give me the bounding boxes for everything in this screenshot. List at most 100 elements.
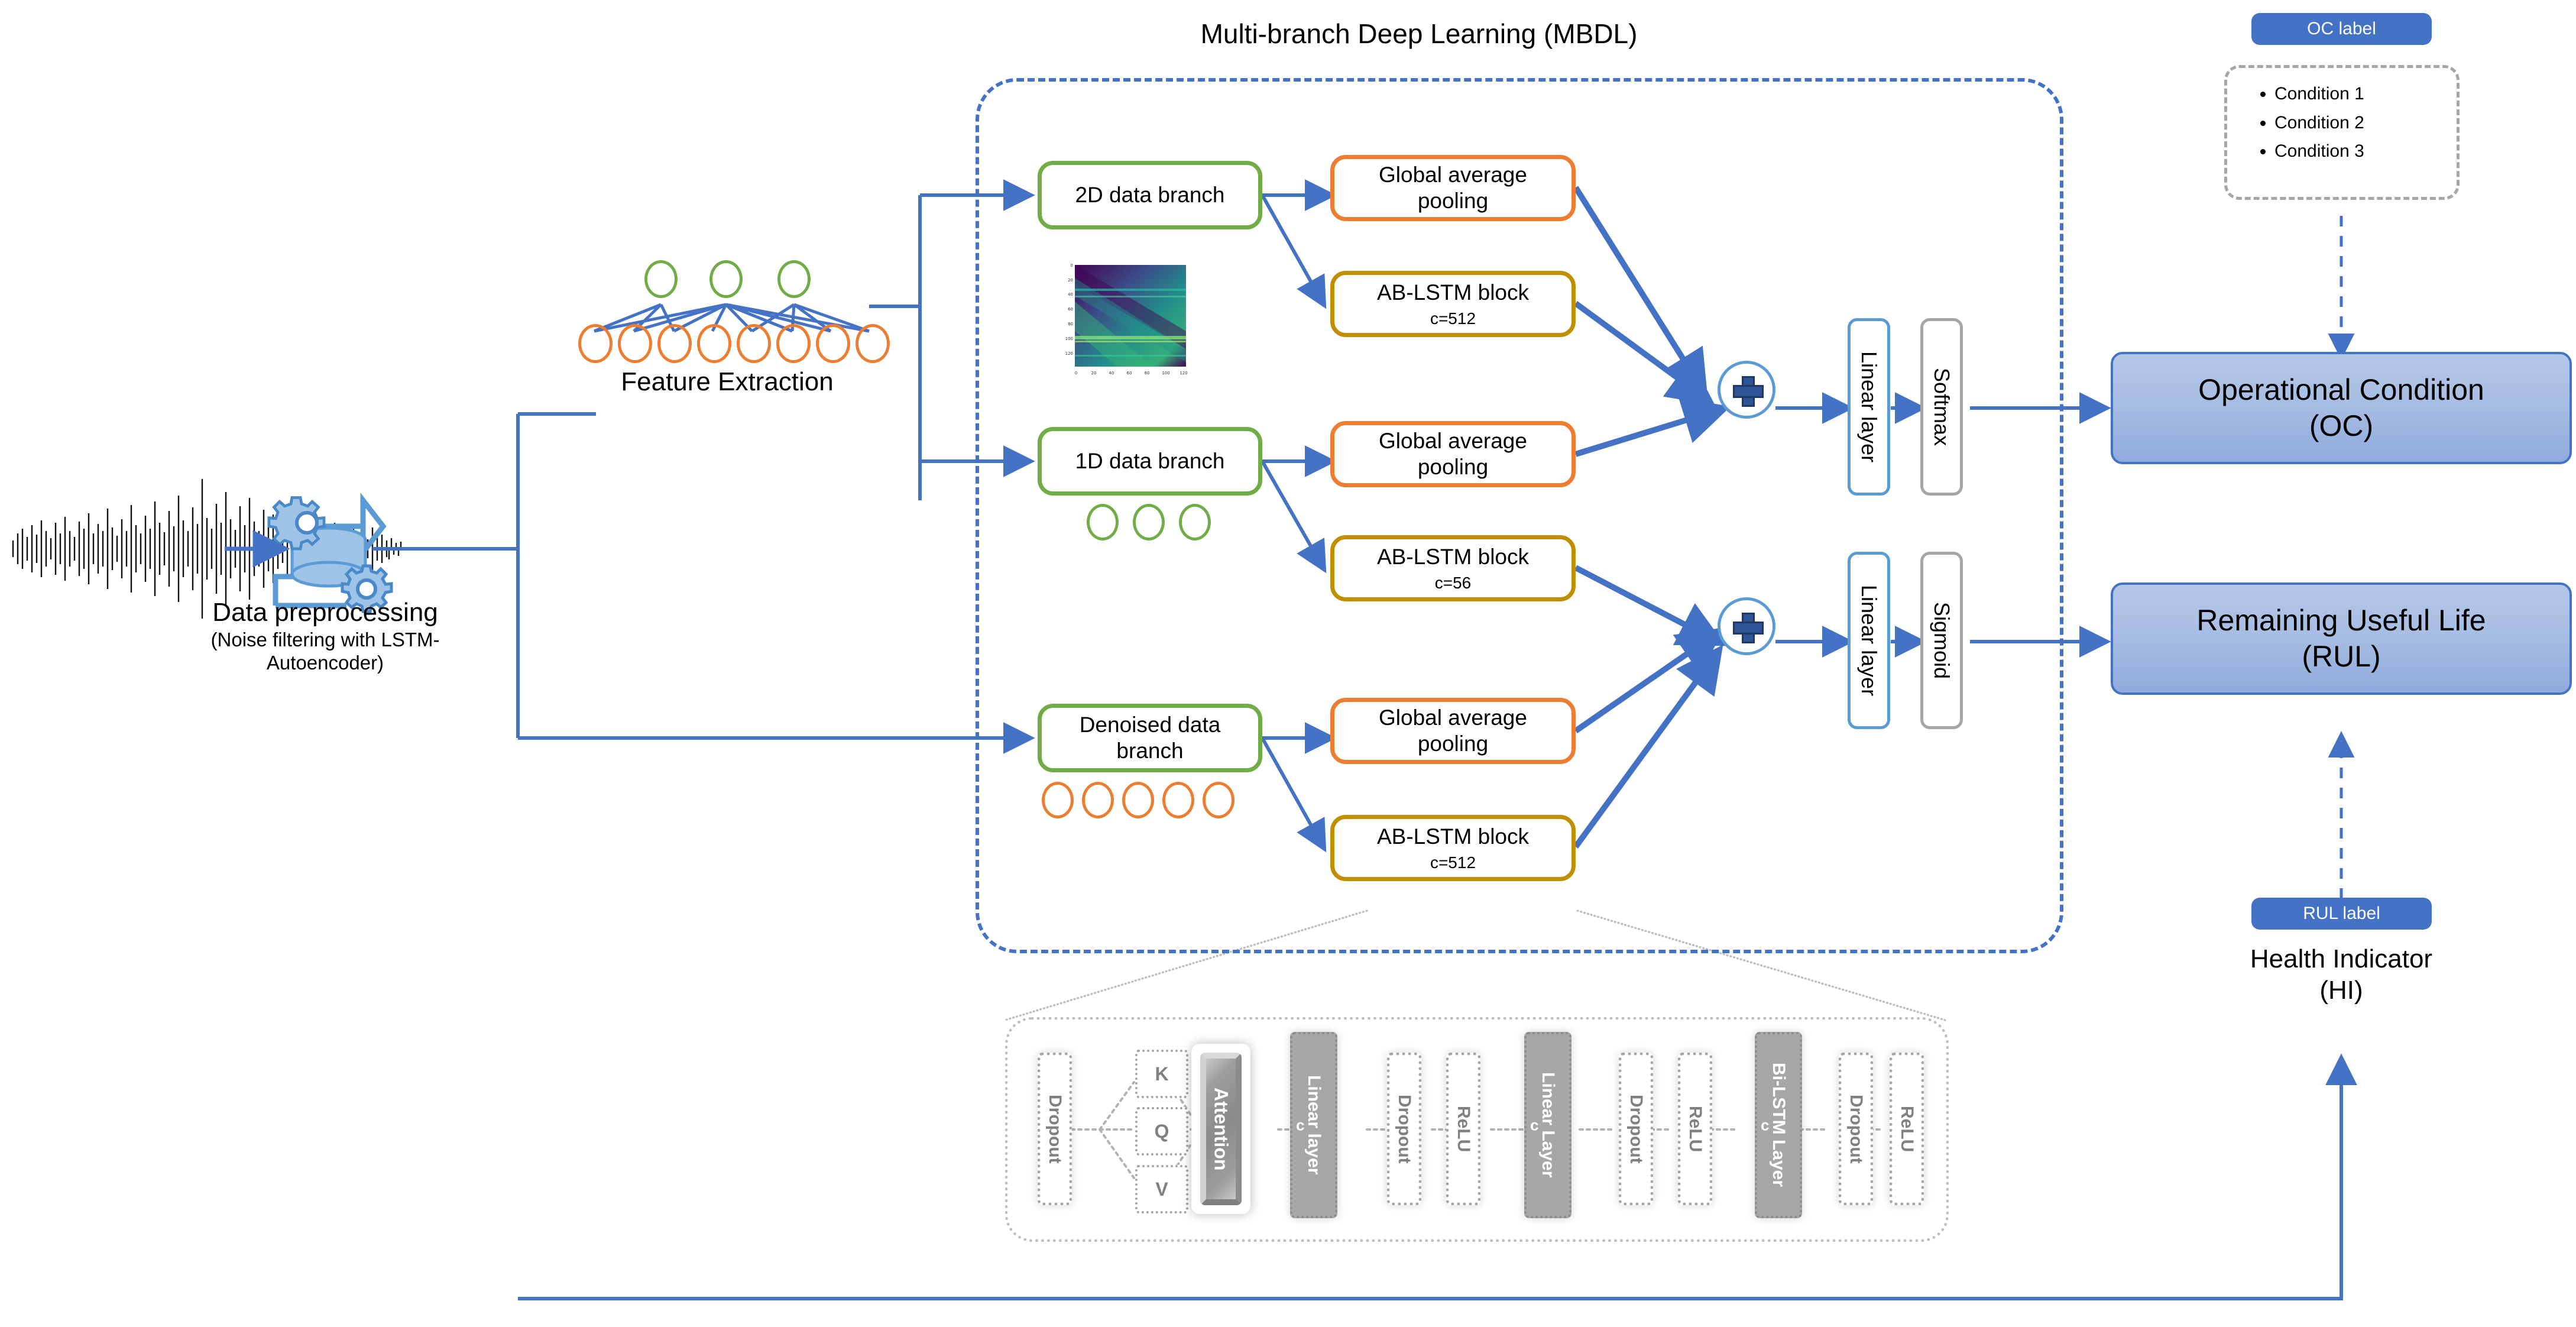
preprocess-caption: Data preprocessing (Noise filtering with… xyxy=(171,597,479,675)
fusion-node-oc[interactable] xyxy=(1718,361,1775,419)
detail-cell-dropout-4[interactable]: Dropout xyxy=(1839,1053,1873,1205)
activation-sigmoid[interactable]: Sigmoid xyxy=(1920,552,1963,729)
fe-bottom-node-2 xyxy=(618,324,652,363)
detail-cell-label: Linear Layer xyxy=(1538,1072,1558,1178)
fe-bottom-node-1 xyxy=(578,324,613,363)
branch-denoised-label-line1: Denoised data xyxy=(1079,713,1221,737)
output-rul-line1: Remaining Useful Life xyxy=(2196,604,2486,637)
detail-cell-label: ReLU xyxy=(1897,1105,1917,1153)
branch-denoised-dot-5 xyxy=(1203,782,1234,818)
ablstm-label-1d: AB-LSTM block xyxy=(1376,544,1529,569)
fe-top-node-3 xyxy=(777,260,811,298)
fe-bottom-node-3 xyxy=(657,324,692,363)
svg-text:100: 100 xyxy=(1162,371,1169,376)
ablstm-c-1d: c=56 xyxy=(1434,574,1472,593)
branch-denoised-dot-3 xyxy=(1122,782,1154,818)
diagram-title: Multi-branch Deep Learning (MBDL) xyxy=(1200,18,1638,49)
oc-label-chip-text: OC label xyxy=(2307,19,2376,38)
plus-icon xyxy=(1733,613,1764,643)
oc-condition-2: Condition 2 xyxy=(2274,109,2457,138)
branch-2d-data[interactable]: 2D data branch xyxy=(1038,161,1262,229)
detail-cell-label: Dropout xyxy=(1045,1094,1065,1164)
branch-1d-label: 1D data branch xyxy=(1075,449,1225,474)
svg-text:0: 0 xyxy=(1071,263,1073,268)
oc-condition-3: Condition 3 xyxy=(2274,137,2457,166)
fe-top-node-2 xyxy=(709,260,743,298)
gap-label-denoised-line1: Global average xyxy=(1379,705,1527,730)
branch-denoised-dot-2 xyxy=(1082,782,1114,818)
fe-bottom-node-4 xyxy=(697,324,731,363)
detail-cell-dropout-2[interactable]: Dropout xyxy=(1387,1053,1421,1205)
branch-1d-dot-3 xyxy=(1179,504,1211,540)
plus-icon xyxy=(1733,376,1764,407)
branch-1d-data[interactable]: 1D data branch xyxy=(1038,427,1262,496)
linear-layer-rul[interactable]: Linear layer xyxy=(1848,552,1890,729)
gap-block-2d[interactable]: Global average pooling xyxy=(1330,155,1576,221)
detail-cell-k[interactable]: K xyxy=(1135,1050,1188,1098)
detail-cell-q[interactable]: Q xyxy=(1135,1107,1188,1156)
output-remaining-useful-life[interactable]: Remaining Useful Life (RUL) xyxy=(2111,582,2572,695)
oc-condition-list: Condition 1 Condition 2 Condition 3 xyxy=(2224,65,2460,200)
fe-top-node-1 xyxy=(644,260,678,298)
detail-cell-relu-1[interactable]: ReLU xyxy=(1446,1053,1480,1205)
detail-cell-label: Dropout xyxy=(1626,1094,1646,1164)
oc-condition-1: Condition 1 xyxy=(2274,80,2457,109)
gap-label-1d-line2: pooling xyxy=(1417,455,1489,479)
detail-cell-relu-3[interactable]: ReLU xyxy=(1890,1053,1924,1205)
gap-label-1d-line1: Global average xyxy=(1379,429,1527,454)
oc-label-chip[interactable]: OC label xyxy=(2251,13,2432,45)
detail-cell-linear-layer-1[interactable]: c Linear layer xyxy=(1290,1032,1337,1218)
gap-label-2d-line1: Global average xyxy=(1379,163,1527,187)
svg-text:60: 60 xyxy=(1127,371,1132,376)
fusion-node-rul[interactable] xyxy=(1718,597,1775,655)
linear-layer-oc-label: Linear layer xyxy=(1857,351,1881,463)
detail-cell-dropout-1[interactable]: Dropout xyxy=(1038,1053,1072,1205)
linear-layer-rul-label: Linear layer xyxy=(1857,584,1881,697)
gap-block-denoised[interactable]: Global average pooling xyxy=(1330,698,1576,764)
branch-denoised-label-line2: branch xyxy=(1116,739,1184,763)
health-indicator-caption: Health Indicator (HI) xyxy=(2134,944,2548,1006)
svg-text:120: 120 xyxy=(1065,351,1073,356)
detail-cell-label: Linear layer xyxy=(1304,1075,1324,1175)
detail-cell-c: c xyxy=(1296,1116,1305,1134)
gap-label-denoised-line2: pooling xyxy=(1417,732,1489,756)
ablstm-c-2d: c=512 xyxy=(1430,309,1476,328)
detail-cell-c: c xyxy=(1530,1116,1539,1134)
activation-softmax[interactable]: Softmax xyxy=(1920,318,1963,496)
detail-cell-v[interactable]: V xyxy=(1135,1165,1188,1213)
ablstm-block-1d[interactable]: AB-LSTM block c=56 xyxy=(1330,535,1576,601)
svg-text:60: 60 xyxy=(1068,307,1073,312)
detail-cell-c: c xyxy=(1761,1116,1770,1134)
hi-line-1: Health Indicator xyxy=(2250,944,2433,973)
branch-denoised-data[interactable]: Denoised data branch xyxy=(1038,704,1262,772)
gap-block-1d[interactable]: Global average pooling xyxy=(1330,421,1576,487)
ablstm-block-denoised[interactable]: AB-LSTM block c=512 xyxy=(1330,815,1576,881)
rul-label-chip[interactable]: RUL label xyxy=(2251,898,2432,930)
activation-softmax-label: Softmax xyxy=(1930,367,1954,446)
fe-bottom-node-7 xyxy=(816,324,850,363)
branch-denoised-dot-4 xyxy=(1162,782,1194,818)
ablstm-label-2d: AB-LSTM block xyxy=(1376,280,1529,305)
svg-text:0: 0 xyxy=(1075,371,1077,376)
rul-label-chip-text: RUL label xyxy=(2303,904,2380,923)
detail-cell-relu-2[interactable]: ReLU xyxy=(1678,1053,1712,1205)
detail-cell-attention[interactable]: Attention xyxy=(1191,1044,1250,1214)
detail-cell-linear-layer-2[interactable]: c Linear Layer xyxy=(1524,1032,1571,1218)
detail-cell-label: Bi-LSTM Layer xyxy=(1769,1063,1788,1187)
ablstm-block-2d[interactable]: AB-LSTM block c=512 xyxy=(1330,271,1576,337)
preprocessing-icon xyxy=(267,492,393,613)
detail-cell-bilstm-layer[interactable]: c Bi-LSTM Layer xyxy=(1755,1032,1802,1218)
detail-cell-label: ReLU xyxy=(1454,1105,1473,1153)
output-oc-line1: Operational Condition xyxy=(2198,373,2484,406)
svg-text:80: 80 xyxy=(1145,371,1150,376)
output-oc-line2: (OC) xyxy=(2309,409,2374,442)
detail-cell-label: Dropout xyxy=(1395,1094,1414,1164)
fe-bottom-node-8 xyxy=(856,324,890,363)
detail-cell-dropout-3[interactable]: Dropout xyxy=(1619,1053,1653,1205)
detail-cell-label: Dropout xyxy=(1846,1094,1866,1164)
output-operational-condition[interactable]: Operational Condition (OC) xyxy=(2111,352,2572,464)
svg-text:80: 80 xyxy=(1068,322,1073,326)
linear-layer-oc[interactable]: Linear layer xyxy=(1848,318,1890,496)
